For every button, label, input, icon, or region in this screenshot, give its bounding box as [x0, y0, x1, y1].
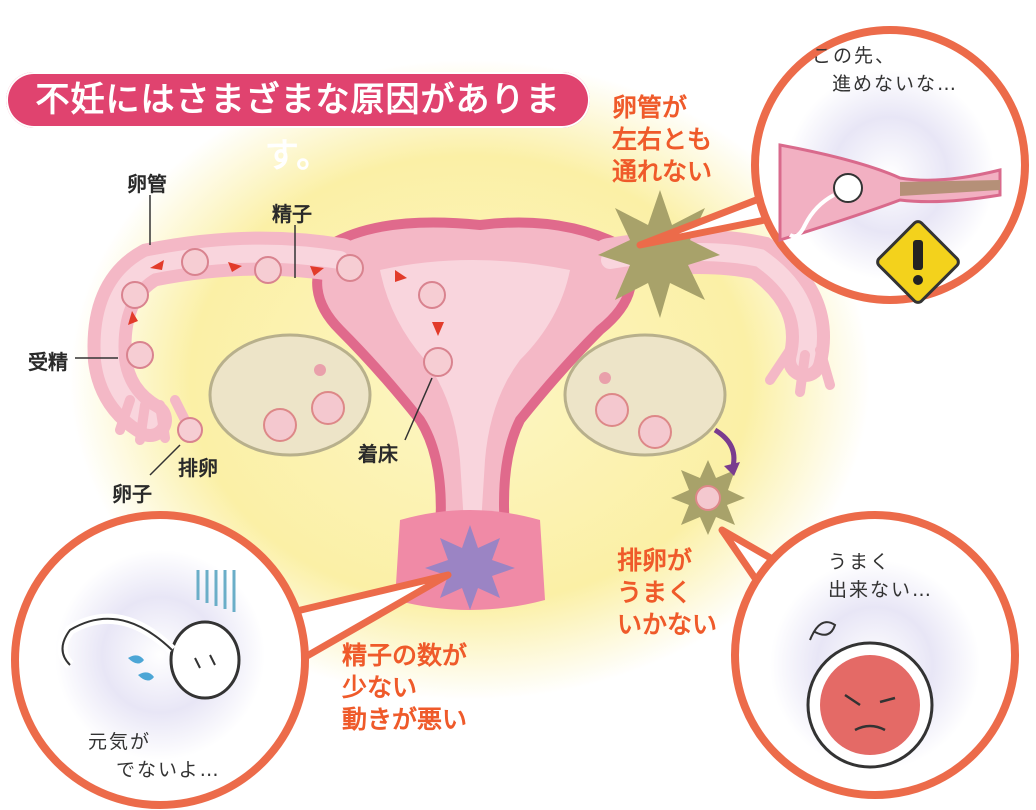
page-title: 不妊にはさまざまな原因があります。	[6, 72, 590, 128]
cause-tube-line-3: 通れない	[612, 156, 712, 188]
bubble-tube-text: この先、 進めないな…	[812, 42, 958, 98]
bubble-sperm-text: 元気が でないよ…	[88, 728, 221, 784]
label-fertilization: 受精	[28, 346, 68, 375]
bubble-sperm-line-2: でないよ…	[88, 756, 221, 784]
label-sperm: 精子	[272, 198, 312, 227]
cause-sperm-line-3: 動きが悪い	[342, 704, 467, 736]
cause-sperm-line-1: 精子の数が	[342, 640, 467, 672]
cause-ovulation-line-1: 排卵が	[617, 545, 717, 577]
label-egg: 卵子	[112, 478, 152, 507]
bubble-sperm-line-1: 元気が	[88, 728, 221, 756]
bubble-ovulation-text: うまく 出来ない…	[828, 548, 933, 604]
bubble-ovulation-line-2: 出来ない…	[828, 576, 933, 604]
cause-tube-line-2: 左右とも	[612, 124, 712, 156]
label-oviduct: 卵管	[127, 168, 167, 197]
label-implantation: 着床	[358, 438, 398, 467]
bubble-tube-line-1: この先、	[812, 42, 958, 70]
bubble-ovulation-line-1: うまく	[828, 548, 933, 576]
cause-sperm-line-2: 少ない	[342, 672, 467, 704]
right-ovary	[565, 335, 725, 455]
cause-ovulation-line-2: うまく	[617, 577, 717, 609]
left-ovary	[210, 335, 370, 455]
cause-ovulation-line-3: いかない	[617, 609, 717, 641]
cause-ovulation: 排卵が うまく いかない	[617, 545, 717, 641]
cause-sperm: 精子の数が 少ない 動きが悪い	[342, 640, 467, 736]
cause-tube-line-1: 卵管が	[612, 92, 712, 124]
bubble-tube-line-2: 進めないな…	[812, 70, 958, 98]
label-ovulation: 排卵	[178, 452, 218, 481]
cause-tube: 卵管が 左右とも 通れない	[612, 92, 712, 188]
